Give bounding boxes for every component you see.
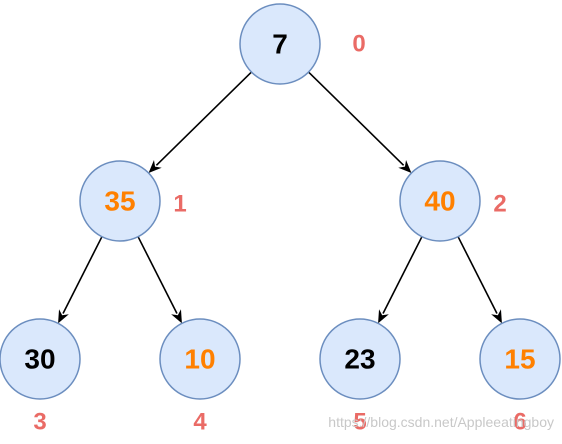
- node-circle: [0, 318, 81, 400]
- node-index-label: 2: [493, 191, 506, 218]
- tree-node: 30: [0, 318, 81, 400]
- node-index-label: 5: [353, 409, 366, 436]
- arrowhead-icon: [171, 309, 182, 324]
- tree-node: 15: [479, 318, 561, 400]
- node-circle: [79, 160, 161, 242]
- node-circle: [399, 160, 481, 242]
- tree-node: 35: [79, 160, 161, 242]
- node-index-label: 1: [173, 191, 186, 218]
- node-value: 10: [184, 344, 215, 375]
- node-circle: [319, 318, 401, 400]
- edge-arrow: [457, 236, 502, 324]
- node-circle: [479, 318, 561, 400]
- tree-node: 40: [399, 160, 481, 242]
- arrowhead-icon: [491, 309, 502, 324]
- edge-arrow: [58, 236, 103, 324]
- node-circle: [159, 318, 241, 400]
- tree-node: 10: [159, 318, 241, 400]
- edge-arrow: [307, 71, 412, 173]
- node-value: 15: [504, 344, 535, 375]
- edge-arrow: [378, 236, 423, 324]
- tree-node: 7: [239, 3, 321, 85]
- arrowhead-icon: [148, 159, 162, 173]
- edge-line: [155, 71, 253, 166]
- node-index-label: 4: [193, 409, 207, 436]
- node-index-label: 6: [513, 409, 526, 436]
- edge-line: [457, 236, 498, 314]
- edge-arrow: [148, 71, 253, 173]
- edge-line: [382, 236, 423, 314]
- arrowhead-icon: [58, 309, 69, 324]
- node-circle: [239, 3, 321, 85]
- edge-arrow: [137, 236, 182, 324]
- tree-node: 23: [319, 318, 401, 400]
- edge-line: [307, 71, 405, 166]
- node-value: 35: [104, 186, 135, 217]
- node-value: 7: [272, 29, 288, 60]
- edges-layer: [58, 71, 502, 324]
- node-index-label: 0: [352, 31, 365, 58]
- watermark-text: https://blog.csdn.net/Appleeatingboy: [328, 414, 554, 430]
- edge-line: [137, 236, 178, 314]
- node-value: 23: [344, 344, 375, 375]
- arrowhead-icon: [398, 159, 412, 173]
- node-index-label: 3: [33, 409, 46, 436]
- edge-line: [62, 236, 103, 314]
- nodes-layer: 7 0 35 1 40 2 30 3 10 4 23 5 15 6: [0, 3, 561, 436]
- node-value: 40: [424, 186, 455, 217]
- node-value: 30: [24, 344, 55, 375]
- arrowhead-icon: [378, 309, 389, 324]
